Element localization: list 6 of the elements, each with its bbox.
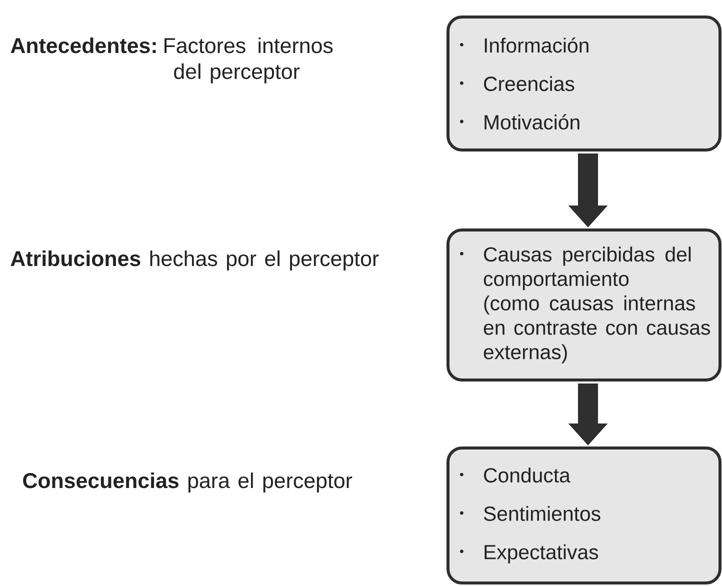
stage-label: Consecuencias para el perceptor xyxy=(23,472,352,492)
process-box: Causas percibidas del comportamiento (como causas internas en contraste con causas externas) xyxy=(446,228,722,382)
stage-label: Atribuciones hechas por el perceptor xyxy=(10,250,379,270)
process-box: Conducta Sentimientos Expectativas xyxy=(446,446,722,584)
stage-label: Antecedentes: Factores internos del perceptor xyxy=(10,37,333,84)
process-box: Información Creencias Motivación xyxy=(446,16,722,152)
